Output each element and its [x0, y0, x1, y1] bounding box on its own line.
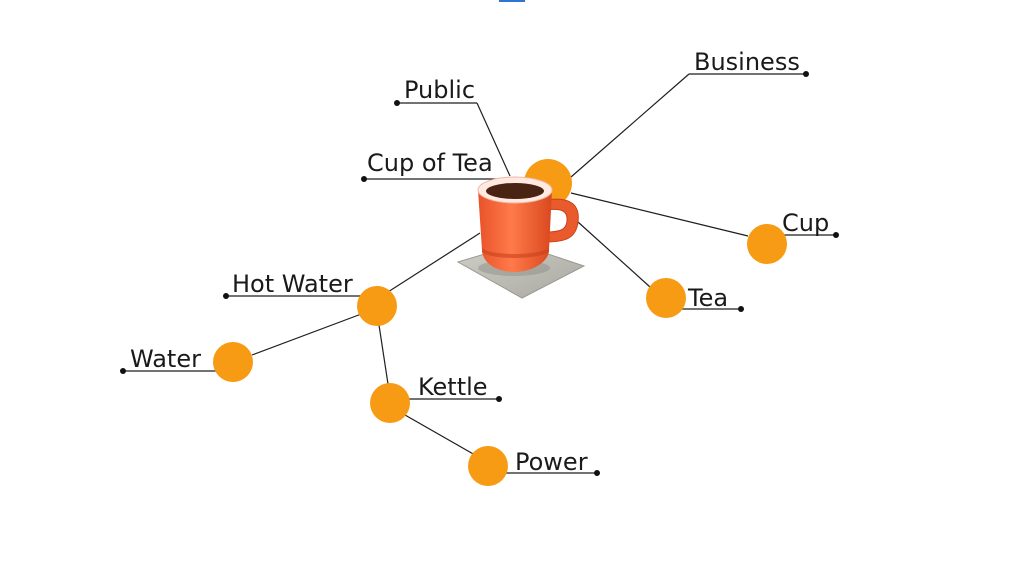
dot-cup-of-tea [361, 176, 367, 182]
connector-public [476, 102, 511, 177]
label-kettle: Kettle [418, 373, 488, 401]
label-cup: Cup [782, 209, 829, 237]
mug-tea [486, 183, 544, 199]
connector-cup [570, 192, 749, 237]
tea-mug-icon [456, 176, 586, 299]
label-water: Water [130, 345, 201, 373]
label-cup-of-tea: Cup of Tea [367, 149, 493, 177]
node-water[interactable] [213, 342, 253, 382]
dot-public [394, 100, 400, 106]
connector-kettle [378, 324, 389, 385]
node-hot-water[interactable] [357, 286, 397, 326]
node-tea[interactable] [646, 278, 686, 318]
dot-tea [738, 306, 744, 312]
connector-hot-water [376, 232, 481, 300]
dot-cup [833, 232, 839, 238]
dot-kettle [496, 396, 502, 402]
dot-power [594, 470, 600, 476]
label-tea: Tea [687, 284, 728, 312]
mug-band [482, 248, 549, 258]
label-power: Power [515, 448, 588, 476]
connector-water [251, 312, 365, 356]
underline-dots [120, 71, 839, 476]
node-labels: Public Business Cup of Tea Cup Tea Hot W… [130, 48, 829, 476]
dot-water [120, 368, 126, 374]
connector-tea [577, 221, 651, 288]
dot-hot-water [223, 293, 229, 299]
mug-body [478, 190, 552, 272]
label-public: Public [404, 76, 475, 104]
node-kettle[interactable] [370, 383, 410, 423]
node-power[interactable] [468, 446, 508, 486]
top-indicator [499, 0, 525, 2]
label-business: Business [694, 48, 800, 76]
dot-business [803, 71, 809, 77]
node-cup[interactable] [747, 224, 787, 264]
connector-business [570, 73, 690, 178]
label-hot-water: Hot Water [232, 270, 353, 298]
connector-lines [251, 73, 749, 456]
connector-power [404, 414, 476, 456]
label-underlines [123, 73, 836, 474]
